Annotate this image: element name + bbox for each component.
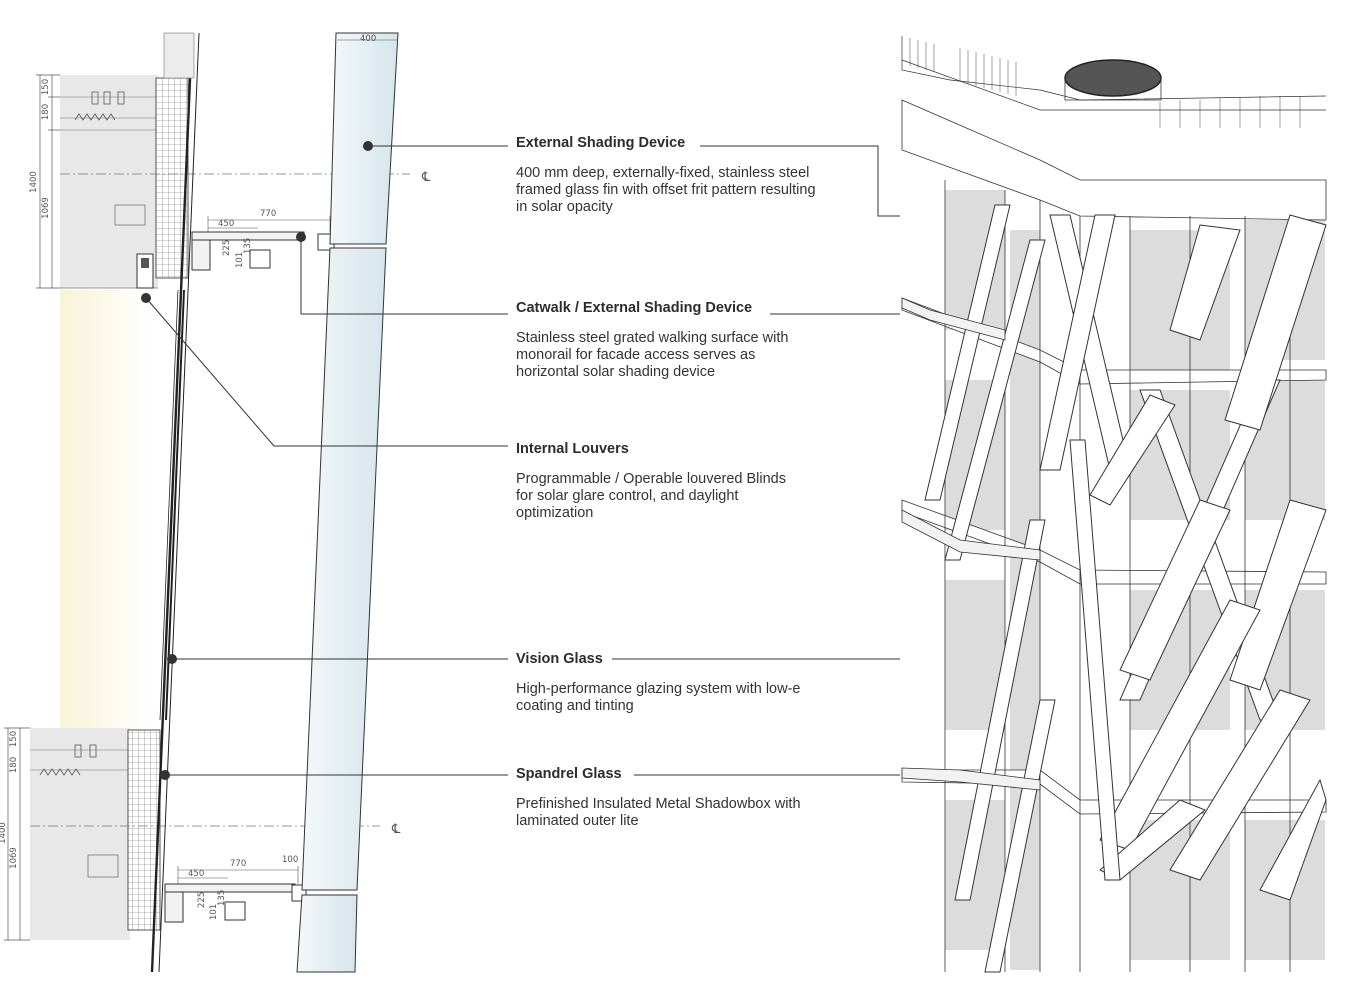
dim-770-lower: 770 xyxy=(230,859,246,869)
callout-description: Stainless steel grated walking surface w… xyxy=(516,330,789,380)
dim-1400-lower: 1400 xyxy=(0,822,8,844)
tower-perspective xyxy=(900,36,1328,973)
dim-1400-upper: 1400 xyxy=(29,171,39,193)
callout-title: Catwalk / External Shading Device xyxy=(516,300,753,316)
dim-770-upper: 770 xyxy=(260,209,276,219)
glass-fin-middle xyxy=(301,247,387,891)
dim-225-upper: 225 xyxy=(222,240,232,256)
callout-vision-glass: Vision Glass High-performance glazing sy… xyxy=(516,651,846,715)
lower-floor-slab xyxy=(30,728,130,940)
callout-catwalk: Catwalk / External Shading Device Stainl… xyxy=(516,300,846,381)
dim-135-lower: 135 xyxy=(217,890,227,906)
dim-450-lower: 450 xyxy=(188,869,204,879)
vision-glass-pane xyxy=(165,289,185,721)
callout-title: External Shading Device xyxy=(516,135,686,151)
roof-cylinder xyxy=(1064,59,1162,97)
centerline-mark-upper: ℄ xyxy=(421,169,431,184)
callout-title: Internal Louvers xyxy=(516,441,629,457)
dim-180-upper: 180 xyxy=(41,104,51,120)
glass-fin-upper xyxy=(329,32,399,245)
dim-101-upper: 101 xyxy=(235,252,245,268)
callout-spandrel-glass: Spandrel Glass Prefinished Insulated Met… xyxy=(516,766,846,830)
dim-101-lower: 101 xyxy=(209,904,219,920)
interior-light-zone xyxy=(60,290,150,730)
callout-description: 400 mm deep, externally-fixed, stainless… xyxy=(516,165,816,215)
dim-1069-lower: 1069 xyxy=(9,847,19,869)
dim-135-upper: 135 xyxy=(243,238,253,254)
callout-description: Prefinished Insulated Metal Shadowbox wi… xyxy=(516,796,801,829)
section-drawing: 180 150 1400 1069 180 150 1400 1069 ℄ ℄ xyxy=(0,32,431,973)
dim-225-lower: 225 xyxy=(197,892,207,908)
glass-fin-lower xyxy=(296,894,358,973)
dim-1069-upper: 1069 xyxy=(41,197,51,219)
callout-title: Vision Glass xyxy=(516,651,603,667)
callout-external-shading: External Shading Device 400 mm deep, ext… xyxy=(516,135,846,216)
upper-floor-slab xyxy=(60,75,158,288)
dim-450-upper: 450 xyxy=(218,219,234,229)
centerline-mark-lower: ℄ xyxy=(391,821,401,836)
callout-title: Spandrel Glass xyxy=(516,766,622,782)
callout-description: Programmable / Operable louvered Blinds … xyxy=(516,471,786,521)
callout-internal-louvers: Internal Louvers Programmable / Operable… xyxy=(516,441,846,522)
dim-100-lower: 100 xyxy=(282,855,298,865)
dim-fin-depth: 400 xyxy=(360,34,376,44)
callout-description: High-performance glazing system with low… xyxy=(516,681,801,714)
facade-mullion-outer xyxy=(150,32,194,973)
dim-150-lower: 150 xyxy=(9,731,19,747)
dim-150-upper: 150 xyxy=(41,79,51,95)
dim-180-lower: 180 xyxy=(9,757,19,773)
